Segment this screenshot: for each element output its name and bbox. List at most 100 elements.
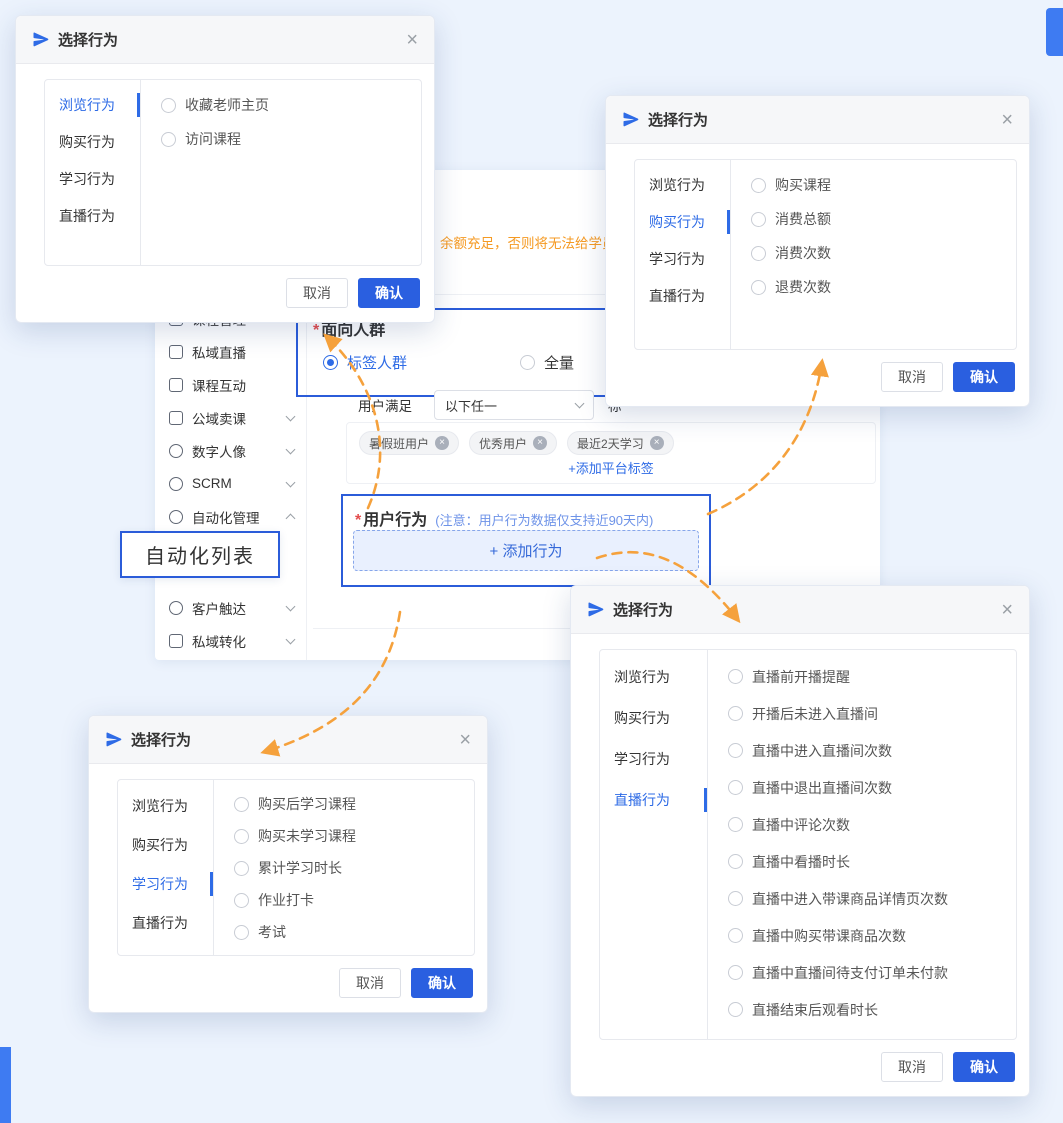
behavior-options-list: 直播前开播提醒 开播后未进入直播间 直播中进入直播间次数 直播中退出直播间次数 … <box>708 650 1016 1039</box>
option-label: 访问课程 <box>185 131 241 147</box>
radio-icon[interactable] <box>751 177 766 193</box>
tab-study-behavior[interactable]: 学习行为 <box>118 864 213 903</box>
behavior-option[interactable]: 消费总额 <box>751 202 1016 236</box>
tab-purchase-behavior[interactable]: 购买行为 <box>132 836 188 853</box>
close-icon[interactable]: × <box>406 28 418 51</box>
behavior-option[interactable]: 直播中评论次数 <box>728 806 1016 843</box>
tab-study-behavior[interactable]: 学习行为 <box>614 750 670 767</box>
sidebar-item-private-convert[interactable]: 私域转化 <box>155 624 306 657</box>
behavior-option[interactable]: 购买后学习课程 <box>234 788 474 820</box>
radio-icon[interactable] <box>728 928 743 943</box>
radio-icon[interactable] <box>234 796 249 812</box>
behavior-tabs: 浏览行为 购买行为 学习行为 直播行为 <box>600 650 708 1039</box>
radio-icon[interactable] <box>728 965 743 980</box>
condition-select[interactable]: 以下任一 <box>434 390 594 420</box>
radio-icon[interactable] <box>751 245 766 261</box>
sidebar-item-customer-reach[interactable]: 客户触达 <box>155 591 306 624</box>
tag-pill[interactable]: 最近2天学习 × <box>567 431 674 455</box>
behavior-option[interactable]: 购买课程 <box>751 168 1016 202</box>
radio-all-audience[interactable] <box>520 355 536 370</box>
add-behavior-button[interactable]: + 添加行为 <box>353 530 699 571</box>
behavior-option[interactable]: 直播中直播间待支付订单未付款 <box>728 954 1016 991</box>
select-behavior-dialog-purchase: 选择行为 × 浏览行为 购买行为 学习行为 直播行为 购买课程 消费总额 <box>605 95 1030 407</box>
behavior-option[interactable]: 直播中进入直播间次数 <box>728 732 1016 769</box>
tab-browse-behavior[interactable]: 浏览行为 <box>614 668 670 685</box>
behavior-option[interactable]: 开播后未进入直播间 <box>728 695 1016 732</box>
radio-tag-audience[interactable] <box>323 355 338 370</box>
tab-live-behavior[interactable]: 直播行为 <box>59 207 115 224</box>
close-icon[interactable]: × <box>1001 598 1013 621</box>
confirm-button[interactable]: 确认 <box>953 362 1015 392</box>
radio-icon[interactable] <box>161 97 176 113</box>
confirm-button[interactable]: 确认 <box>411 968 473 998</box>
sidebar-item-course-interact[interactable]: 课程互动 <box>155 368 306 401</box>
radio-icon[interactable] <box>234 892 249 908</box>
behavior-option[interactable]: 退费次数 <box>751 270 1016 304</box>
behavior-option[interactable]: 直播中退出直播间次数 <box>728 769 1016 806</box>
cancel-button[interactable]: 取消 <box>881 1052 943 1082</box>
radio-icon[interactable] <box>161 131 176 147</box>
radio-icon[interactable] <box>234 860 249 876</box>
audience-radio-group: 标签人群 全量 <box>323 352 574 373</box>
radio-icon[interactable] <box>234 828 249 844</box>
confirm-button[interactable]: 确认 <box>358 278 420 308</box>
tab-browse-behavior[interactable]: 浏览行为 <box>649 176 705 193</box>
radio-tag-audience-label[interactable]: 标签人群 <box>347 355 408 372</box>
close-icon[interactable]: × <box>459 728 471 751</box>
tag-pill[interactable]: 暑假班用户 × <box>359 431 460 455</box>
radio-icon[interactable] <box>728 743 743 758</box>
cancel-button[interactable]: 取消 <box>339 968 401 998</box>
tab-browse-behavior[interactable]: 浏览行为 <box>45 86 140 123</box>
behavior-option[interactable]: 消费次数 <box>751 236 1016 270</box>
close-icon[interactable]: × <box>1001 108 1013 131</box>
behavior-option[interactable]: 直播中购买带课商品次数 <box>728 917 1016 954</box>
sidebar-item-digital-avatar[interactable]: 数字人像 <box>155 434 306 467</box>
radio-icon[interactable] <box>728 1002 743 1017</box>
radio-icon[interactable] <box>728 817 743 832</box>
tag-remove-icon[interactable]: × <box>649 436 664 450</box>
sidebar-item-public-sell[interactable]: 公域卖课 <box>155 401 306 434</box>
behavior-tabs: 浏览行为 购买行为 学习行为 直播行为 <box>118 780 214 955</box>
behavior-option[interactable]: 累计学习时长 <box>234 852 474 884</box>
sidebar-item-private-live[interactable]: 私域直播 <box>155 335 306 368</box>
sidebar-item-scrm[interactable]: SCRM <box>155 467 306 500</box>
tag-remove-icon[interactable]: × <box>533 436 548 450</box>
tag-remove-icon[interactable]: × <box>435 436 450 450</box>
behavior-option[interactable]: 考试 <box>234 916 474 948</box>
tab-live-behavior[interactable]: 直播行为 <box>132 914 188 931</box>
radio-icon[interactable] <box>234 924 249 940</box>
sidebar-item-automation[interactable]: 自动化管理 <box>155 500 306 533</box>
cancel-button[interactable]: 取消 <box>286 278 348 308</box>
tab-purchase-behavior[interactable]: 购买行为 <box>614 709 670 726</box>
dialog-title: 选择行为 <box>648 112 709 129</box>
behavior-option[interactable]: 直播中看播时长 <box>728 843 1016 880</box>
radio-all-audience-label[interactable]: 全量 <box>544 355 575 372</box>
tab-purchase-behavior[interactable]: 购买行为 <box>635 203 730 240</box>
tab-study-behavior[interactable]: 学习行为 <box>649 250 705 267</box>
cancel-button[interactable]: 取消 <box>881 362 943 392</box>
add-platform-tag-link[interactable]: +添加平台标签 <box>568 461 654 476</box>
radio-icon[interactable] <box>751 211 766 227</box>
radio-icon[interactable] <box>728 891 743 906</box>
behavior-option[interactable]: 直播前开播提醒 <box>728 658 1016 695</box>
tab-browse-behavior[interactable]: 浏览行为 <box>132 797 188 814</box>
confirm-button[interactable]: 确认 <box>953 1052 1015 1082</box>
tab-live-behavior[interactable]: 直播行为 <box>649 287 705 304</box>
behavior-option[interactable]: 作业打卡 <box>234 884 474 916</box>
tab-purchase-behavior[interactable]: 购买行为 <box>59 133 115 150</box>
radio-icon[interactable] <box>728 669 743 684</box>
radio-icon[interactable] <box>751 279 766 295</box>
tag-pill[interactable]: 优秀用户 × <box>469 431 558 455</box>
sidebar-item-label: 私域直播 <box>192 345 246 361</box>
tab-study-behavior[interactable]: 学习行为 <box>59 170 115 187</box>
behavior-option[interactable]: 直播结束后观看时长 <box>728 991 1016 1028</box>
radio-icon[interactable] <box>728 706 743 721</box>
behavior-option[interactable]: 访问课程 <box>161 122 421 156</box>
behavior-option[interactable]: 收藏老师主页 <box>161 88 421 122</box>
behavior-option[interactable]: 直播中进入带课商品详情页次数 <box>728 880 1016 917</box>
radio-icon[interactable] <box>728 780 743 795</box>
tab-live-behavior[interactable]: 直播行为 <box>600 779 707 820</box>
public-sell-icon <box>169 410 183 425</box>
behavior-option[interactable]: 购买未学习课程 <box>234 820 474 852</box>
radio-icon[interactable] <box>728 854 743 869</box>
